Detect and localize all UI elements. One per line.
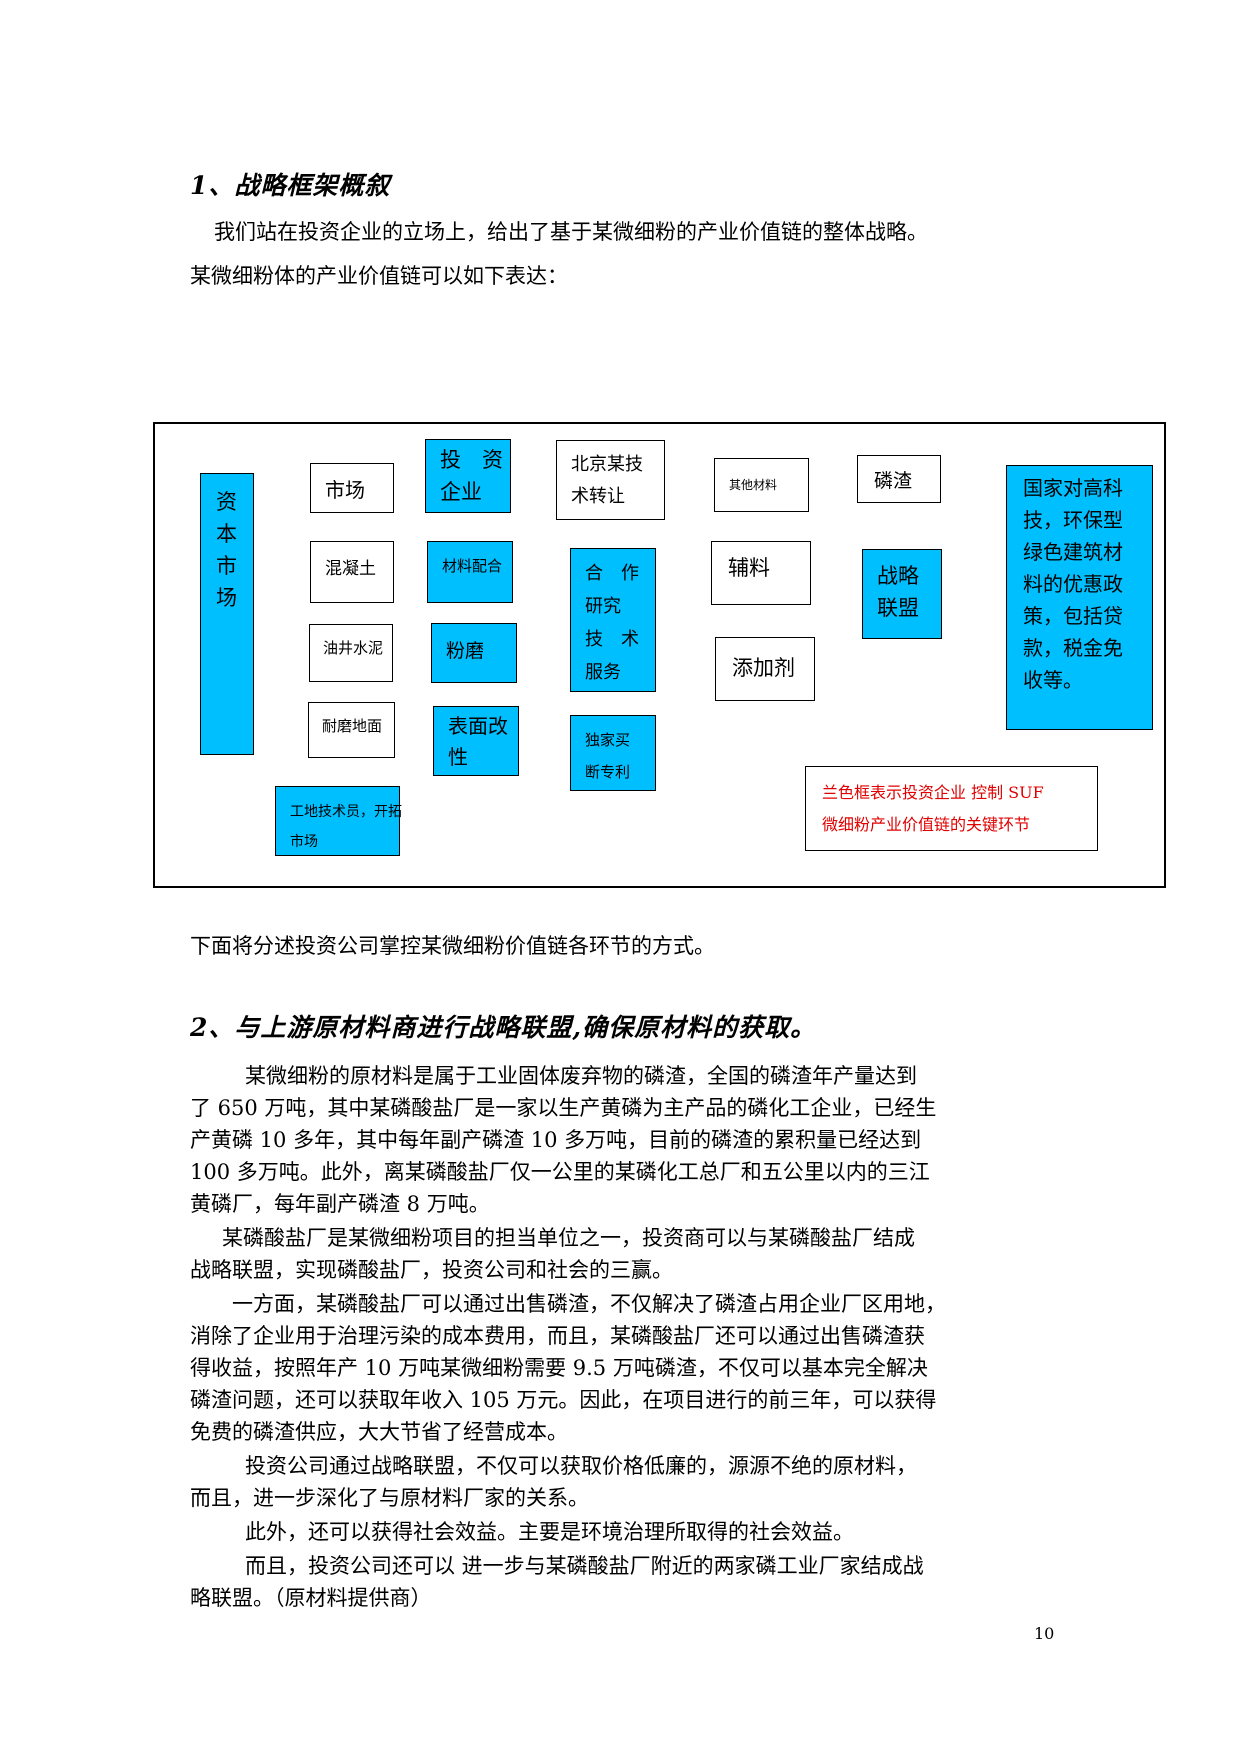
cooperation-line4: 服务	[585, 662, 621, 683]
body-line: 得收益，按照年产 10 万吨某微细粉需要 9.5 万吨磷渣，不仅可以基本完全解决	[190, 1356, 928, 1380]
body-line: 黄磷厂，每年副产磷渣 8 万吨。	[190, 1192, 490, 1216]
capital-market-char: 市	[216, 554, 237, 578]
cooperation-line3: 技 术	[585, 629, 639, 650]
gov-policy-box: 国家对高科 技，环保型 绿色建筑材 料的优惠政 策，包括贷 款，税金免 收等。	[1006, 465, 1153, 730]
site-tech-line1: 工地技术员，开拓	[290, 804, 402, 820]
material-mix-label: 材料配合	[442, 557, 503, 575]
oilwell-cement-box: 油井水泥	[309, 624, 393, 682]
market-box: 市场	[310, 463, 394, 513]
investment-company-line1: 投 资	[440, 448, 503, 472]
legend-line1: 兰色框表示投资企业 控制 SUF	[822, 783, 1044, 802]
body-line: 磷渣问题，还可以获取年收入 105 万元。因此，在项目进行的前三年，可以获得	[190, 1388, 937, 1412]
wear-floor-box: 耐磨地面	[308, 702, 395, 758]
capital-market-char: 场	[216, 586, 237, 610]
gov-policy-line: 国家对高科	[1023, 476, 1123, 500]
body-line: 消除了企业用于治理污染的成本费用，而且，某磷酸盐厂还可以通过出售磷渣获	[190, 1324, 925, 1348]
surface-modification-line2: 性	[448, 745, 468, 769]
investment-company-box: 投 资 企业	[425, 439, 511, 513]
body-line: 一方面，某磷酸盐厂可以通过出售磷渣，不仅解决了磷渣占用企业厂区用地，	[232, 1292, 946, 1316]
market-label: 市场	[325, 478, 365, 502]
strategic-alliance-box: 战略 联盟	[862, 549, 942, 639]
exclusive-patent-box: 独家买 断专利	[570, 715, 656, 791]
gov-policy-line: 收等。	[1023, 668, 1083, 692]
section1-heading: 1、战略框架概叙	[190, 171, 391, 200]
body-line: 了 650 万吨，其中某磷酸盐厂是一家以生产黄磷为主产品的磷化工企业，已经生	[190, 1096, 937, 1120]
cooperation-line1: 合 作	[585, 563, 639, 584]
beijing-transfer-line2: 术转让	[571, 486, 625, 507]
cooperation-box: 合 作 研究 技 术 服务	[570, 548, 656, 692]
surface-modification-box: 表面改 性	[433, 706, 519, 776]
concrete-label: 混凝土	[325, 559, 376, 579]
section1-intro-line2: 某微细粉体的产业价值链可以如下表达：	[190, 264, 568, 288]
oilwell-cement-label: 油井水泥	[323, 639, 384, 657]
capital-market-box: 资 本 市 场	[200, 473, 254, 755]
exclusive-patent-line1: 独家买	[585, 731, 631, 749]
legend-line2: 微细粉产业价值链的关键环节	[822, 815, 1031, 834]
beijing-transfer-line1: 北京某技	[571, 454, 643, 475]
investment-company-line2: 企业	[440, 480, 482, 504]
gov-policy-line: 料的优惠政	[1023, 572, 1123, 596]
value-chain-diagram: 资 本 市 场 市场 混凝土 油井水泥 耐磨地面 工地技术员，开拓 市场 投 资…	[153, 422, 1166, 888]
body-line: 投资公司通过战略联盟，不仅可以获取价格低廉的，源源不绝的原材料，	[245, 1454, 917, 1478]
grinding-label: 粉磨	[446, 640, 485, 662]
site-tech-box: 工地技术员，开拓 市场	[275, 786, 402, 856]
gov-policy-line: 款，税金免	[1023, 636, 1123, 660]
body-line: 某磷酸盐厂是某微细粉项目的担当单位之一，投资商可以与某磷酸盐厂结成	[222, 1226, 915, 1250]
grinding-box: 粉磨	[431, 623, 517, 683]
auxiliary-box: 辅料	[711, 541, 811, 605]
material-mix-box: 材料配合	[427, 541, 513, 603]
body-line: 战略联盟，实现磷酸盐厂，投资公司和社会的三赢。	[190, 1258, 673, 1282]
beijing-transfer-box: 北京某技 术转让	[556, 440, 665, 520]
body-line: 免费的磷渣供应，大大节省了经营成本。	[190, 1420, 568, 1444]
body-line: 而且，投资公司还可以 进一步与某磷酸盐厂附近的两家磷工业厂家结成战	[245, 1554, 924, 1578]
wear-floor-label: 耐磨地面	[322, 717, 383, 735]
concrete-box: 混凝土	[310, 541, 394, 603]
phosphorus-slag-box: 磷渣	[857, 455, 941, 503]
capital-market-char: 本	[216, 522, 237, 546]
cooperation-line2: 研究	[585, 596, 621, 617]
other-materials-label: 其他材料	[729, 478, 778, 492]
phosphorus-slag-label: 磷渣	[874, 470, 913, 492]
gov-policy-line: 技，环保型	[1023, 508, 1123, 532]
section2-heading: 2、与上游原材料商进行战略联盟,确保原材料的获取。	[190, 1013, 817, 1042]
body-line: 某微细粉的原材料是属于工业固体废弃物的磷渣，全国的磷渣年产量达到	[245, 1064, 917, 1088]
body-line: 100 多万吨。此外，离某磷酸盐厂仅一公里的某磷化工总厂和五公里以内的三江	[190, 1160, 930, 1184]
surface-modification-line1: 表面改	[448, 714, 508, 738]
body-line: 而且，进一步深化了与原材料厂家的关系。	[190, 1486, 589, 1510]
additive-box: 添加剂	[715, 637, 815, 701]
body-line: 此外，还可以获得社会效益。主要是环境治理所取得的社会效益。	[245, 1520, 854, 1544]
body-line: 产黄磷 10 多年，其中每年副产磷渣 10 多万吨，目前的磷渣的累积量已经达到	[190, 1128, 922, 1152]
exclusive-patent-line2: 断专利	[585, 763, 631, 781]
page-number: 10	[1034, 1624, 1055, 1643]
section1-intro-line1: 我们站在投资企业的立场上，给出了基于某微细粉的产业价值链的整体战略。	[214, 220, 928, 244]
after-diagram-text: 下面将分述投资公司掌控某微细粉价值链各环节的方式。	[190, 934, 715, 958]
strategic-alliance-line1: 战略	[877, 564, 919, 588]
body-line: 略联盟。（原材料提供商）	[190, 1586, 432, 1610]
gov-policy-line: 策，包括贷	[1023, 604, 1123, 628]
other-materials-box: 其他材料	[714, 458, 809, 512]
auxiliary-label: 辅料	[728, 556, 770, 580]
site-tech-line2: 市场	[290, 834, 318, 850]
gov-policy-line: 绿色建筑材	[1023, 540, 1123, 564]
legend-box: 兰色框表示投资企业 控制 SUF 微细粉产业价值链的关键环节	[805, 766, 1098, 851]
additive-label: 添加剂	[732, 656, 795, 680]
strategic-alliance-line2: 联盟	[877, 596, 919, 620]
capital-market-char: 资	[216, 490, 237, 514]
